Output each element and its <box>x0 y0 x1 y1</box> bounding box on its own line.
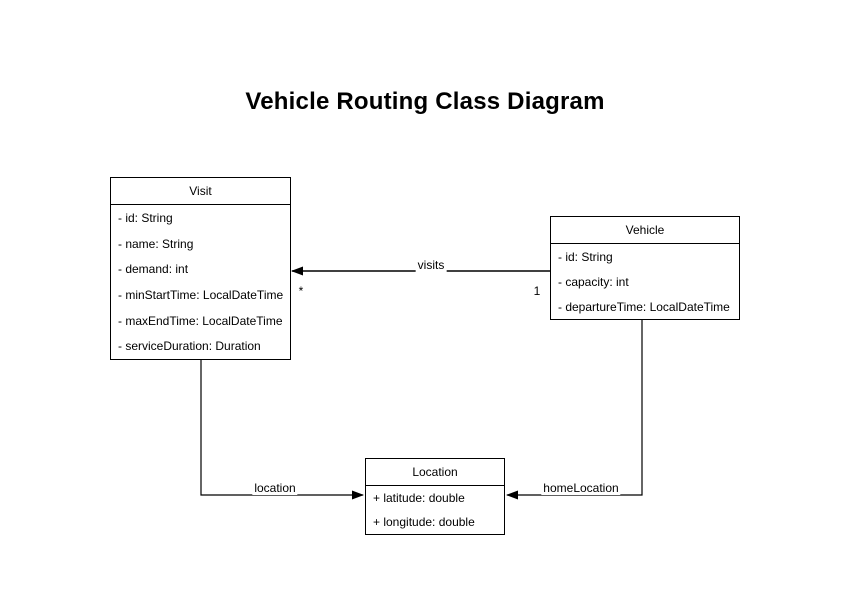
class-attribute: - id: String <box>558 249 613 264</box>
class-vehicle: Vehicle - id: String - capacity: int - d… <box>550 216 740 320</box>
class-location-body: + latitude: double + longitude: double <box>366 486 504 534</box>
class-attribute: + latitude: double <box>373 491 465 505</box>
class-visit-name: Visit <box>189 184 212 198</box>
diagram-title: Vehicle Routing Class Diagram <box>245 88 605 115</box>
class-vehicle-header: Vehicle <box>551 217 739 244</box>
class-attribute: + longitude: double <box>373 515 475 529</box>
class-attribute: - id: String <box>118 210 173 225</box>
class-visit-body: - id: String - name: String - demand: in… <box>111 205 290 359</box>
class-location-name: Location <box>412 465 458 479</box>
class-visit-header: Visit <box>111 178 290 205</box>
class-attribute: - name: String <box>118 236 194 251</box>
location-edge-label: location <box>252 481 298 495</box>
visits-target-multiplicity: * <box>296 284 306 298</box>
home-location-edge-label: homeLocation <box>541 481 621 495</box>
class-vehicle-name: Vehicle <box>625 223 665 237</box>
location-connector <box>200 360 364 500</box>
class-attribute: - capacity: int <box>558 274 629 289</box>
class-attribute: - maxEndTime: LocalDateTime <box>118 313 283 328</box>
visits-edge-label: visits <box>415 258 447 272</box>
class-attribute: - serviceDuration: Duration <box>118 339 261 354</box>
class-location-header: Location <box>366 459 504 486</box>
class-attribute: - demand: int <box>118 262 189 277</box>
class-attribute: - departureTime: LocalDateTime <box>558 299 730 314</box>
visits-source-multiplicity: 1 <box>531 284 543 298</box>
class-vehicle-body: - id: String - capacity: int - departure… <box>551 244 739 319</box>
home-location-connector <box>506 320 643 500</box>
class-attribute: - minStartTime: LocalDateTime <box>118 287 284 302</box>
class-location: Location + latitude: double + longitude:… <box>365 458 505 535</box>
class-visit: Visit - id: String - name: String - dema… <box>110 177 291 360</box>
